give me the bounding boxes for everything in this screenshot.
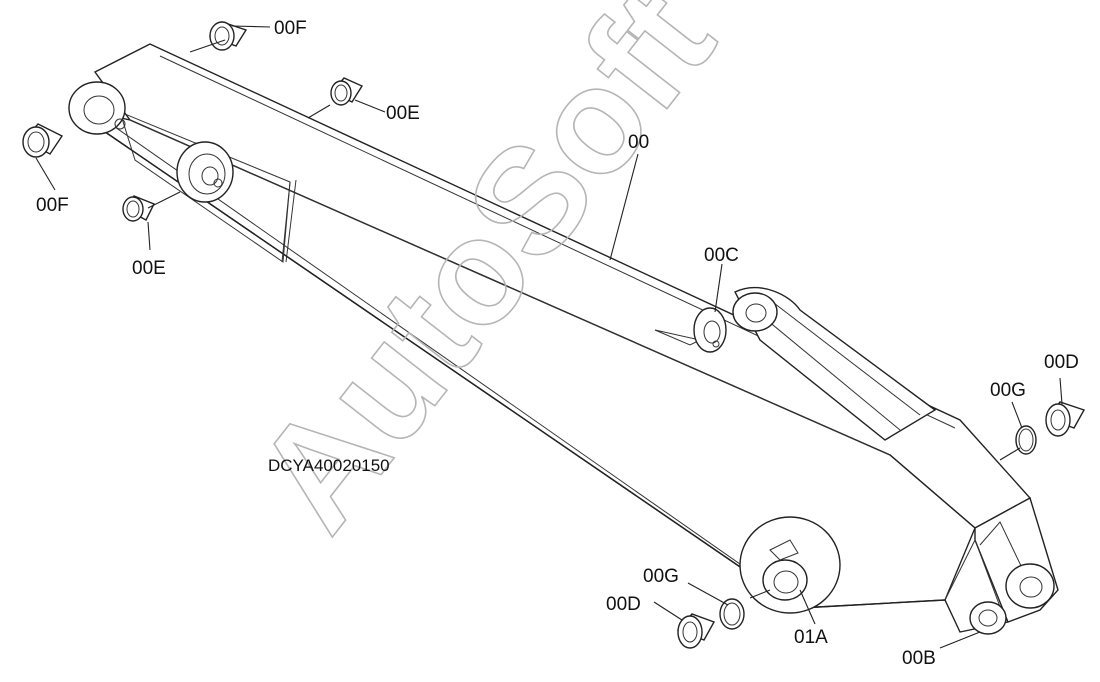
knuckle-hole-top xyxy=(1005,563,1055,609)
ring-00g-bottom xyxy=(719,598,745,630)
bracket-pin-hole xyxy=(732,292,778,332)
label-00c: 00C xyxy=(704,245,739,266)
label-00d-right: 00D xyxy=(1044,352,1079,373)
pin-boss-00c xyxy=(693,307,727,353)
leader-lines xyxy=(35,25,1063,649)
label-00f-left: 00F xyxy=(36,195,69,216)
label-00b: 00B xyxy=(902,648,936,669)
label-00g-right: 00G xyxy=(990,380,1026,401)
label-00f-top: 00F xyxy=(274,18,307,39)
bushing-00d-bottom xyxy=(676,613,716,649)
label-00g-bottom: 00G xyxy=(643,566,679,587)
part-code: DCYA40020150 xyxy=(268,456,390,475)
label-00e-top: 00E xyxy=(386,103,420,124)
bushing-00f-left xyxy=(22,123,64,158)
label-00d-bottom: 00D xyxy=(606,594,641,615)
bushing-00e-left xyxy=(122,195,155,222)
label-01a: 01A xyxy=(794,627,828,648)
ring-00g-right xyxy=(1015,425,1037,455)
label-00e-left: 00E xyxy=(132,258,166,279)
bushing-00e-top xyxy=(330,77,364,106)
bushing-00d-right xyxy=(1045,401,1086,437)
left-end-boss xyxy=(68,81,126,135)
mid-boss xyxy=(176,141,234,203)
label-00: 00 xyxy=(628,132,649,153)
knuckle-hole-bottom xyxy=(969,601,1007,635)
bottom-boss xyxy=(739,516,841,614)
